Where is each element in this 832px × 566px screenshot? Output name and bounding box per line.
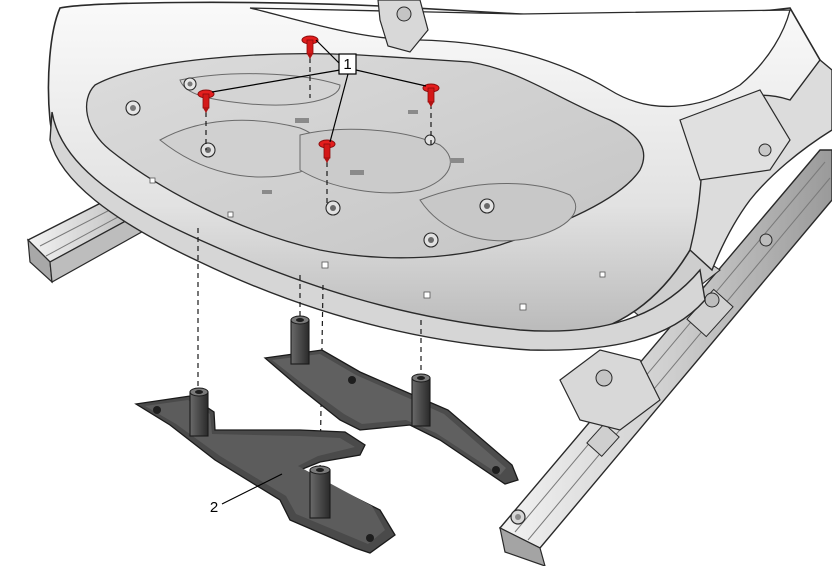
- callout-1-number: 1: [343, 56, 351, 73]
- bracket-post: [189, 387, 209, 437]
- callout-2: 2: [210, 499, 218, 516]
- fastener-alignment-lines: [205, 58, 432, 205]
- fastener-screws: [197, 35, 440, 163]
- screw-icon: [318, 139, 336, 163]
- screw-icon: [422, 83, 440, 107]
- callout-1: 1: [338, 53, 357, 75]
- right-seat-rail: [498, 149, 832, 566]
- seat-bracket: [134, 315, 519, 554]
- leader-lines: [211, 39, 427, 505]
- bracket-post: [411, 373, 431, 427]
- bracket-post: [309, 465, 331, 519]
- bracket-post: [290, 315, 310, 365]
- screw-icon: [301, 35, 319, 59]
- screw-icon: [197, 89, 215, 113]
- callout-2-number: 2: [210, 499, 218, 516]
